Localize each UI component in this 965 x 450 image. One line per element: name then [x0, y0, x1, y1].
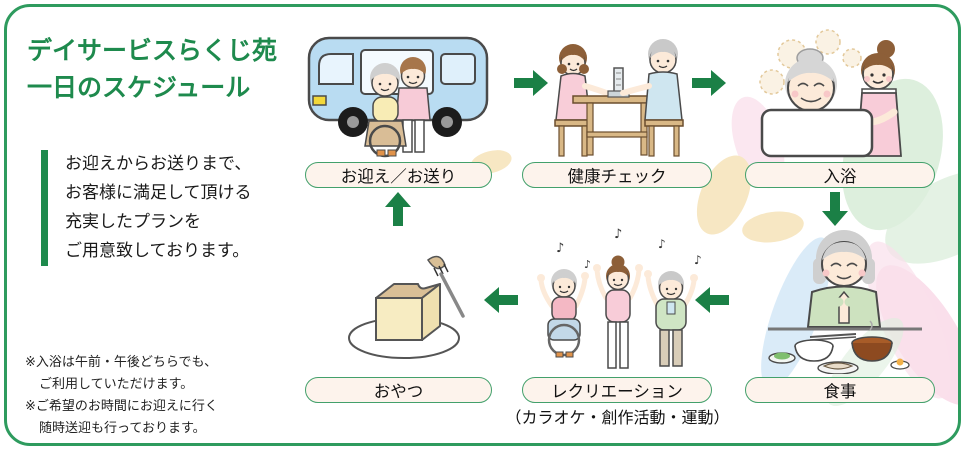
footnote-line: 随時送迎も行っております。 — [39, 421, 206, 436]
step-label-health-check: 健康チェック — [522, 162, 712, 188]
step-label-text: おやつ — [373, 382, 424, 401]
step-label-bath: 入浴 — [745, 162, 935, 188]
page-title-line1: デイサービスらくじ苑 — [27, 36, 278, 65]
intro-line: お客様に満足して頂ける — [65, 183, 252, 203]
arrow-left-icon — [484, 287, 518, 313]
footnote-line: ※ご希望のお時間にお迎えに行く — [25, 399, 218, 414]
music-note-icon: ♪ — [614, 227, 622, 242]
arrow-right-icon — [514, 70, 548, 96]
page-title-line2: 一日のスケジュール — [27, 73, 251, 102]
music-note-icon: ♪ — [694, 253, 702, 267]
step-label-snack: おやつ — [305, 377, 492, 403]
meal-illustration — [752, 222, 937, 378]
intro-text: お迎えからお送りまで、 お客様に満足して頂ける 充実したプランを ご用意致してお… — [41, 150, 252, 266]
step-label-meal: 食事 — [745, 377, 935, 403]
bus-pickup-illustration — [295, 22, 500, 166]
footnote-line: ご利用していただけます。 — [39, 377, 194, 392]
health-check-illustration — [535, 30, 700, 164]
step-label-text: 入浴 — [823, 167, 857, 186]
footnote-line: ※入浴は午前・午後どちらでも、 — [25, 355, 218, 370]
music-note-icon: ♪ — [556, 241, 564, 256]
intro-line: お迎えからお送りまで、 — [65, 154, 252, 174]
recreation-illustration: ♪ ♪ ♪ ♪ ♪ — [518, 222, 718, 381]
page-title: デイサービスらくじ苑 一日のスケジュール — [27, 32, 277, 106]
step-label-text: 健康チェック — [567, 167, 667, 186]
intro-line: ご用意致しております。 — [65, 241, 250, 261]
step-label-text: お迎え／お送り — [340, 167, 457, 186]
recreation-caption: （カラオケ・創作活動・運動） — [505, 408, 730, 427]
arrow-up-icon — [385, 192, 411, 226]
bath-illustration — [750, 26, 935, 168]
step-label-text: 食事 — [823, 382, 857, 401]
arrow-left-icon — [695, 287, 729, 313]
step-label-text: レクリエーション — [551, 382, 683, 401]
step-label-recreation: レクリエーション — [522, 377, 712, 403]
intro-line: 充実したプランを — [65, 212, 201, 232]
arrow-down-icon — [822, 192, 848, 226]
footnotes: ※入浴は午前・午後どちらでも、 ご利用していただけます。 ※ご希望のお時間にお迎… — [25, 352, 218, 440]
step-label-pickup: お迎え／お送り — [305, 162, 492, 188]
music-note-icon: ♪ — [584, 258, 591, 271]
snack-illustration — [342, 238, 472, 377]
music-note-icon: ♪ — [658, 237, 666, 251]
arrow-right-icon — [692, 70, 726, 96]
